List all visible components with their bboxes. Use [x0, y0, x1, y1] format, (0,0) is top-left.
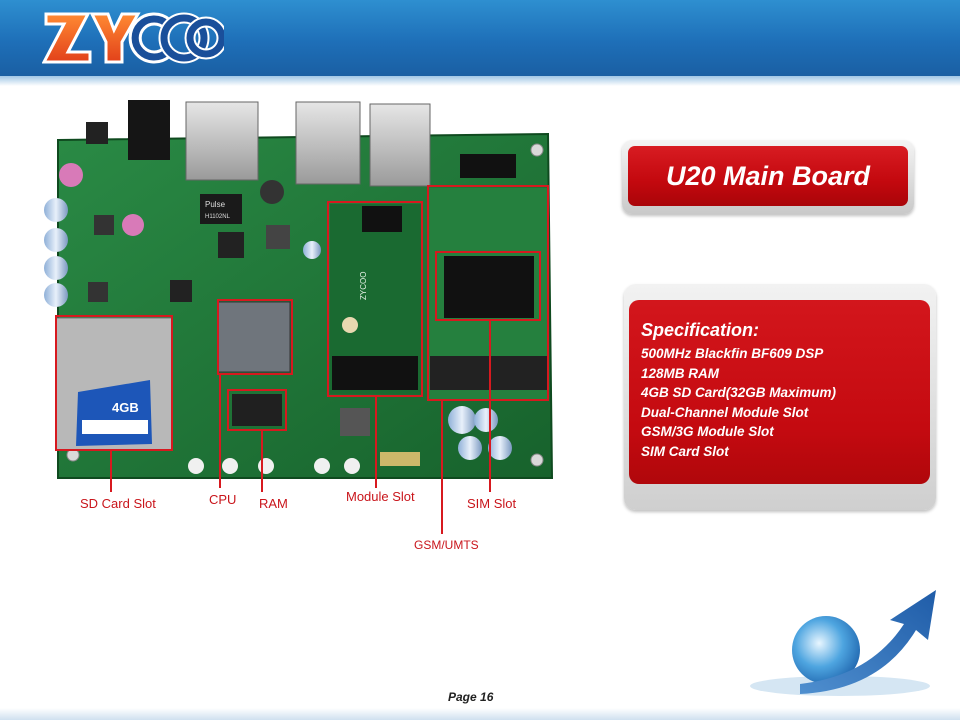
page-title: U20 Main Board: [628, 146, 908, 206]
spec-item: SIM Card Slot: [641, 443, 729, 459]
pulse-chip-part: H1102NL: [205, 214, 231, 220]
sim-slot-highlight: [435, 251, 541, 321]
label-sd-card-slot: SD Card Slot: [80, 496, 156, 511]
spec-item: 128MB RAM: [641, 365, 720, 381]
spec-item: 4GB SD Card(32GB Maximum): [641, 385, 837, 400]
spec-item: Dual-Channel Module Slot: [641, 404, 809, 420]
silk-logo: ZYCOO: [359, 272, 368, 300]
label-module-slot: Module Slot: [346, 489, 415, 504]
spec-heading: Specification:: [641, 320, 760, 340]
cpu-highlight: [217, 299, 293, 375]
specification-card: Specification: 500MHz Blackfin BF609 DSP…: [624, 284, 936, 510]
specification-panel: Specification: 500MHz Blackfin BF609 DSP…: [629, 300, 930, 484]
globe-arrow-icon: [750, 590, 936, 696]
zycoo-logo: [42, 12, 224, 64]
header-shade: [0, 76, 960, 86]
spec-item: 500MHz Blackfin BF609 DSP: [641, 346, 824, 361]
spec-item: GSM/3G Module Slot: [641, 424, 774, 439]
label-ram: RAM: [259, 496, 288, 511]
sd-card-capacity: 4GB: [112, 400, 139, 415]
label-gsm-umts: GSM/UMTS: [414, 538, 479, 552]
ram-highlight: [227, 389, 287, 431]
label-cpu: CPU: [209, 492, 237, 507]
page-number: Page 16: [448, 690, 494, 704]
gsm-highlight: [427, 185, 549, 401]
title-frame: U20 Main Board: [622, 140, 914, 214]
footer-bar: [0, 708, 960, 720]
pulse-chip-label: Pulse: [205, 200, 226, 209]
sd-slot-highlight: [55, 315, 173, 451]
label-sim-slot: SIM Slot: [467, 496, 517, 511]
